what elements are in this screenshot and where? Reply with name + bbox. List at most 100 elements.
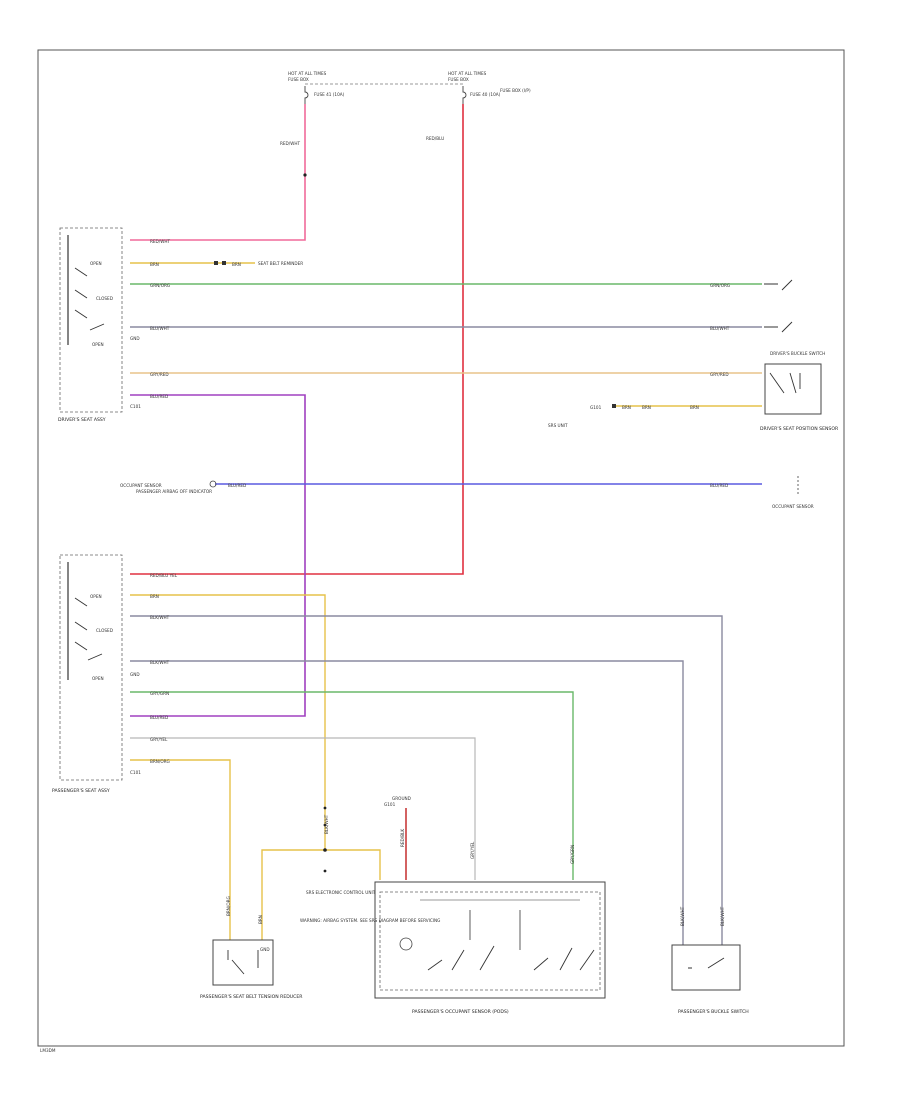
passenger-wire-1: BRN <box>150 594 159 599</box>
passenger-c101-label: C101 <box>130 770 141 775</box>
occupant-label: OCCUPANT SENSOR <box>120 483 162 488</box>
diagram-frame <box>37 49 845 1047</box>
wire-vertical-label: BLK/WHT <box>324 814 329 834</box>
splice-dot <box>323 823 327 827</box>
fuse-left-symbol <box>304 86 309 104</box>
wire-pass-lightgray <box>130 737 476 880</box>
tension-reducer-box <box>212 939 274 986</box>
driver-buckle-switch <box>764 279 793 333</box>
pods-box <box>374 881 606 999</box>
tension-reducer-switch <box>227 950 259 975</box>
passenger-wire-7: BRN/ORG <box>150 759 170 764</box>
driver-wire-3: BLU/WHT <box>150 326 170 331</box>
connector-marker <box>612 404 616 408</box>
pods-wire-2: GRY/GRN <box>570 845 575 864</box>
passenger-seat-label: PASSENGER'S SEAT ASSY <box>52 788 110 794</box>
passenger-gnd-label: GND <box>130 672 140 677</box>
passenger-open-label: OPEN <box>90 594 102 599</box>
driver-closed-label: CLOSED <box>96 296 113 301</box>
passenger-seat-box <box>59 554 123 781</box>
driver-seat-sensor-box <box>764 363 822 415</box>
buckle-wire-0: BLK/WHT <box>680 906 685 926</box>
driver-wire-2: GRN/ORG <box>150 283 170 288</box>
driver-right-wire-1: BLU/WHT <box>710 326 730 331</box>
tension-reducer-label: PASSENGER'S SEAT BELT TENSION REDUCER <box>200 994 303 1000</box>
passenger-seat-switches <box>74 597 103 661</box>
passenger-wire-2: BLK/WHT <box>150 615 170 620</box>
connector-marker <box>214 261 218 265</box>
passenger-wire-4: GRY/GRN <box>150 691 169 696</box>
blue-wire-label: BLU/RED <box>228 483 246 488</box>
srs-warning-1: WARNING: AIRBAG SYSTEM. SEE SRS DIAGRAM … <box>300 918 440 923</box>
ground-label: GROUND <box>392 796 411 801</box>
wire-redblu <box>130 104 464 575</box>
splice-dot <box>323 869 327 873</box>
fuse-right-note: FUSE BOX (I/P) <box>500 88 531 93</box>
connector-marker <box>222 261 226 265</box>
label-g101: G101 <box>590 405 602 410</box>
occupant-sensor-label: OCCUPANT SENSOR <box>772 504 814 509</box>
driver-seat-label: DRIVER'S SEAT ASSY <box>58 417 106 423</box>
driver-wire-5: BLU/RED <box>150 394 168 399</box>
wire-label: BRN <box>622 405 631 410</box>
passenger-buckle-box <box>671 944 741 991</box>
wire-label: BRN <box>232 262 241 267</box>
driver-c101-label: C101 <box>130 404 141 409</box>
driver-wire-4: GRY/RED <box>150 372 169 377</box>
splice-dot <box>323 806 327 810</box>
wire-pass-gray2 <box>130 660 684 945</box>
driver-seat-switches <box>74 267 105 331</box>
figure-label: LM3DM <box>40 1048 56 1053</box>
driver-open-label: OPEN <box>92 342 104 347</box>
passenger-wire-5: BLU/RED <box>150 715 168 720</box>
driver-seat-box <box>59 227 123 413</box>
splice-dot <box>303 173 307 177</box>
fuse-right-symbol <box>462 86 467 104</box>
passenger-open2-label: OPEN <box>92 676 104 681</box>
fuse-left: HOT AT ALL TIMES FUSE BOX FUSE 41 (10A) … <box>280 71 345 146</box>
driver-pos-label: OPEN <box>90 261 102 266</box>
wire-redwht <box>130 104 306 241</box>
driver-right-wire-0: GRN/ORG <box>710 283 730 288</box>
driver-buckle-label: DRIVER'S BUCKLE SWITCH <box>770 351 825 356</box>
driver-wire-1: BRN <box>150 262 159 267</box>
wire-label: BRN <box>642 405 651 410</box>
passenger-buckle-label: PASSENGER'S BUCKLE SWITCH <box>678 1009 749 1015</box>
passenger-wire-6: GRY/YEL <box>150 737 168 742</box>
blue-wire-label-right: BLU/RED <box>710 483 728 488</box>
driver-gnd-label: GND <box>130 336 140 341</box>
occupant-label-2: PASSENGER AIRBAG OFF INDICATOR <box>136 489 212 494</box>
fuse-left-rating: FUSE 41 (10A) <box>314 92 345 97</box>
passenger-wire-0: RED/BLU YEL <box>150 573 178 578</box>
driver-seat-sensor-switch <box>769 372 801 394</box>
driver-right-wire-2: GRY/RED <box>710 372 729 377</box>
fuse-left-title: HOT AT ALL TIMES <box>288 71 327 76</box>
wire-purple <box>130 394 306 717</box>
splice-dot <box>323 848 327 852</box>
pods-label: PASSENGER'S OCCUPANT SENSOR (PODS) <box>412 1009 509 1015</box>
fuse-right: HOT AT ALL TIMES FUSE BOX FUSE 40 (10A) … <box>426 71 531 141</box>
driver-seat-sensor-label: DRIVER'S SEAT POSITION SENSOR <box>760 426 839 432</box>
pods-wire-1: GRY/YEL <box>470 841 475 859</box>
ground-label-2: G101 <box>384 802 396 807</box>
fuse-left-subtitle: FUSE BOX <box>288 77 309 82</box>
pods-sensor-icon <box>399 937 413 951</box>
fuse-right-subtitle: FUSE BOX <box>448 77 469 82</box>
wire-pass-green <box>130 691 574 880</box>
pods-inner-box <box>379 891 601 991</box>
driver-wire-0: RED/WHT <box>150 239 170 244</box>
srs-unit-label: SRS ELECTRONIC CONTROL UNIT <box>306 890 376 895</box>
fuse-right-wire: RED/BLU <box>426 136 444 141</box>
fuse-right-rating: FUSE 40 (10A) <box>470 92 501 97</box>
label-srs-unit: SRS UNIT <box>548 423 568 428</box>
tension-reducer-gnd: GND <box>260 947 270 952</box>
passenger-wire-3: BLK/WHT <box>150 660 170 665</box>
pods-wire-0: RED/BLK <box>400 829 405 847</box>
passenger-buckle-switch <box>688 957 725 969</box>
label-sbr: SEAT BELT REMINDER <box>258 261 303 266</box>
bottom-wire-1: BRN <box>258 915 263 924</box>
buckle-wire-1: BLK/WHT <box>720 906 725 926</box>
pods-switches <box>427 945 595 971</box>
wire-pass-brnorg <box>130 759 231 940</box>
